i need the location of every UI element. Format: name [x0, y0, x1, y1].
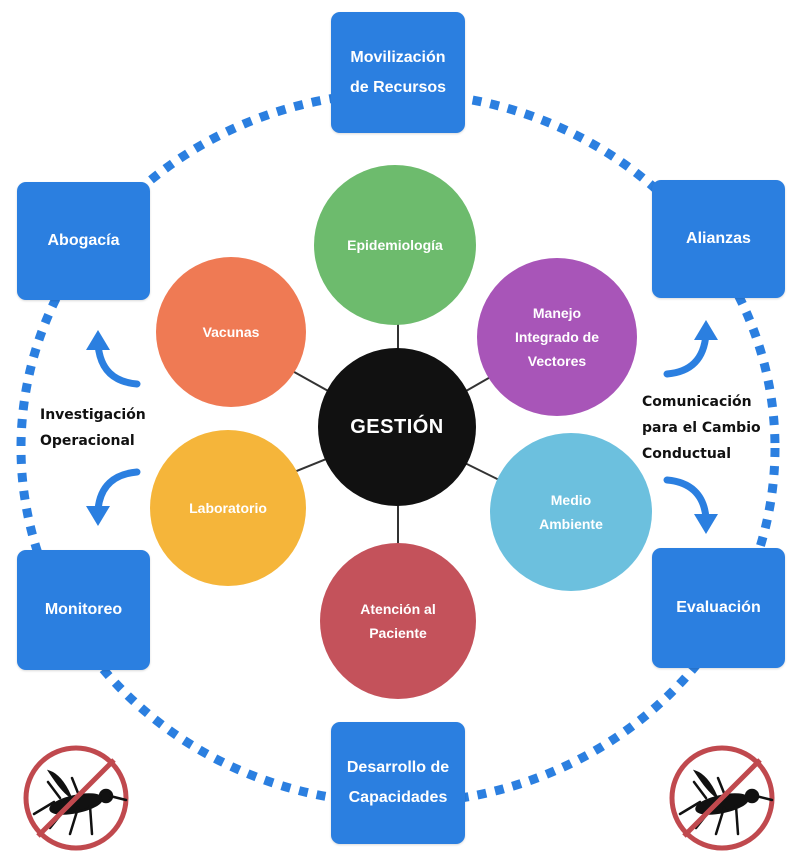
- node-manejo-line-3: Vectores: [527, 353, 587, 369]
- node-vacunas[interactable]: Vacunas: [156, 257, 306, 407]
- box-monitoreo-label: Monitoreo: [44, 601, 123, 618]
- side-label-left-line-2: Operacional: [40, 433, 135, 449]
- node-epidemiologia-label: Epidemiología: [347, 237, 443, 253]
- curved-arrow-down-icon: [663, 476, 718, 534]
- node-vacunas-label: Vacunas: [202, 324, 260, 340]
- center-gestion[interactable]: GESTIÓN: [318, 348, 476, 506]
- box-alianzas[interactable]: Alianzas: [652, 180, 785, 298]
- box-evaluacion-label: Evaluación: [676, 599, 761, 616]
- side-label-right-line-2: para el Cambio: [642, 420, 761, 436]
- curved-arrow-up-icon: [86, 330, 141, 388]
- node-atencion-line-2: Paciente: [369, 625, 427, 641]
- node-manejo-line-1: Manejo: [532, 305, 582, 321]
- box-desarrollo-line-2: Capacidades: [348, 789, 448, 806]
- node-atencion-paciente[interactable]: Atención al Paciente: [320, 543, 476, 699]
- side-label-right-line-1: Comunicación: [642, 394, 752, 410]
- side-label-right-line-3: Conductual: [642, 446, 732, 462]
- side-label-investigacion-operacional: Investigación Operacional: [40, 402, 146, 454]
- box-movilizacion-line-2: de Recursos: [349, 78, 447, 96]
- no-mosquito-icon: [669, 745, 775, 851]
- box-desarrollo-line-1: Desarrollo de: [346, 759, 450, 776]
- node-laboratorio[interactable]: Laboratorio: [150, 430, 306, 586]
- center-gestion-label: GESTIÓN: [350, 415, 444, 438]
- box-desarrollo-capacidades[interactable]: Desarrollo de Capacidades: [331, 722, 465, 844]
- node-medio-ambiente[interactable]: Medio Ambiente: [490, 433, 652, 591]
- box-evaluacion[interactable]: Evaluación: [652, 548, 785, 668]
- node-epidemiologia[interactable]: Epidemiología: [314, 165, 476, 325]
- curved-arrow-down-icon: [86, 468, 141, 526]
- node-manejo-line-2: Integrado de: [514, 329, 599, 345]
- node-manejo-integrado-vectores[interactable]: Manejo Integrado de Vectores: [477, 258, 637, 416]
- box-abogacia-label: Abogacía: [47, 232, 120, 249]
- node-atencion-line-1: Atención al: [360, 601, 436, 617]
- curved-arrow-up-icon: [663, 320, 718, 378]
- side-label-comunicacion-cambio-conductual: Comunicación para el Cambio Conductual: [642, 389, 761, 467]
- box-alianzas-label: Alianzas: [686, 230, 751, 247]
- box-abogacia[interactable]: Abogacía: [17, 182, 150, 300]
- no-mosquito-icon: [23, 745, 129, 851]
- node-medio-ambiente-line-1: Medio: [550, 492, 592, 508]
- box-movilizacion-recursos[interactable]: Movilización de Recursos: [331, 12, 465, 133]
- node-medio-ambiente-line-2: Ambiente: [539, 516, 603, 532]
- box-monitoreo[interactable]: Monitoreo: [17, 550, 150, 670]
- side-label-left-line-1: Investigación: [40, 407, 146, 423]
- node-laboratorio-label: Laboratorio: [189, 500, 267, 516]
- box-movilizacion-line-1: Movilización: [350, 48, 446, 66]
